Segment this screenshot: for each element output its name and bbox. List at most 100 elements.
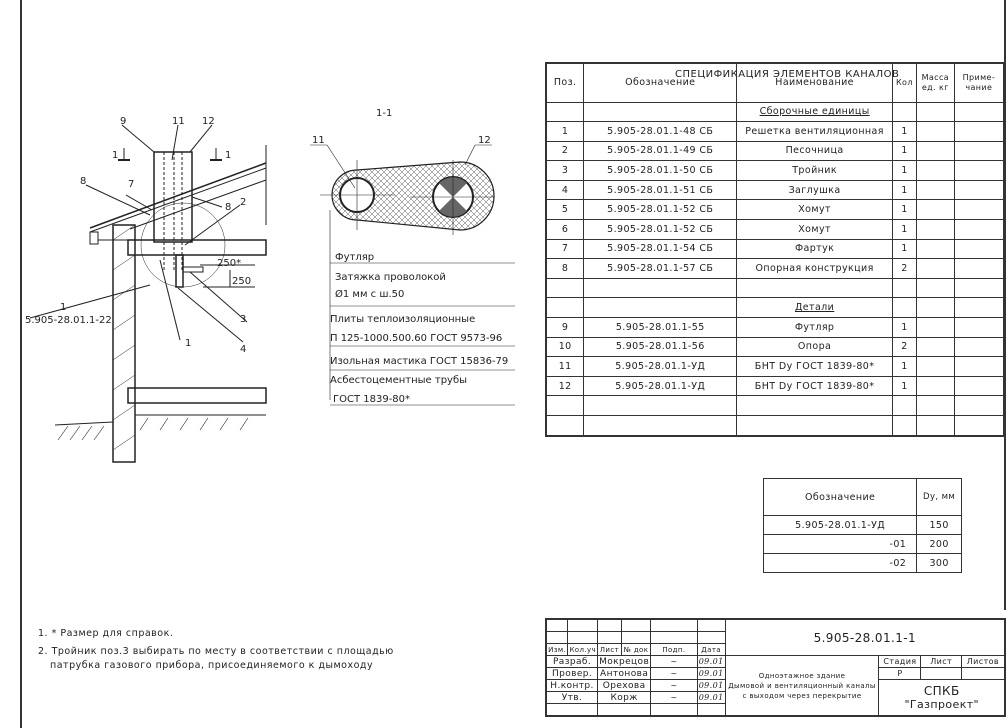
callout-9: 9: [120, 116, 126, 127]
item-name: Фартук: [736, 238, 893, 260]
title-block-col-header: Дата: [696, 643, 726, 656]
callout-11: 11: [312, 135, 325, 146]
dimension-250-ref: 250*: [217, 258, 241, 269]
item-code: 5.905-28.01.1-УД: [583, 356, 738, 377]
description-line: с выходом через перекрытие: [742, 691, 862, 700]
item-qty: 2: [891, 258, 917, 279]
callout-3: 3: [240, 314, 246, 325]
empty-row: [545, 395, 1005, 416]
callout-4: 4: [240, 344, 246, 355]
item-qty: 1: [891, 121, 917, 142]
item-pos: 10: [545, 336, 585, 358]
role: Провер.: [545, 667, 599, 680]
date: 09.01: [696, 667, 726, 680]
person-name: Мокрецов: [597, 655, 652, 668]
callout-8b: 8: [225, 202, 231, 213]
dy-code: 5.905-28.01.1-УД: [762, 515, 918, 535]
callout-12: 12: [202, 116, 215, 127]
item-code: 5.905-28.01.1-48 СБ: [583, 121, 738, 142]
date: 09.01: [696, 679, 726, 692]
sheets-label: Листов: [960, 655, 1006, 668]
reference-code: 5.905-28.01.1-22: [25, 315, 112, 326]
item-pos: 1: [545, 121, 585, 142]
item-name: Песочница: [736, 140, 893, 162]
description-line: Дымовой и вентиляционный каналы: [728, 681, 876, 690]
date: 09.01: [696, 691, 726, 704]
callout-11: 11: [172, 116, 185, 127]
col-qty: Кол: [891, 62, 917, 103]
callout-7: 7: [128, 179, 134, 190]
legend-wire: Затяжка проволокой: [335, 272, 446, 283]
item-qty: 1: [891, 238, 917, 260]
item-pos: 2: [545, 140, 585, 162]
note-1: 1. * Размер для справок.: [38, 628, 174, 639]
legend-insulation: Плиты теплоизоляционные: [330, 314, 475, 325]
elevation-drawing: 9 11 12 1 1 8 7 8 2 250* 250 3 1 4 1 5.9…: [25, 116, 267, 463]
section-assembly: Сборочные единицы: [736, 101, 893, 123]
item-pos: 4: [545, 179, 585, 201]
detail-circle: [140, 202, 226, 288]
org-name: СПКБ: [923, 683, 960, 698]
item-pos: 8: [545, 258, 585, 279]
cut-mark-right: 1: [225, 150, 231, 161]
section-row: Детали: [545, 297, 1005, 319]
item-name: Опора: [736, 336, 893, 358]
item-qty: 1: [891, 160, 917, 181]
dimension-250: 250: [232, 276, 251, 287]
spec-header-row: Поз. Обозначение Наименование Кол Масса …: [545, 62, 1005, 103]
empty-row: [545, 414, 1005, 437]
col-mass: Масса ед. кг: [915, 62, 955, 103]
item-name: БНТ Dy ГОСТ 1839-80*: [736, 356, 893, 377]
item-name: Тройник: [736, 160, 893, 181]
col-code: Обозначение: [583, 62, 738, 103]
item-qty: 1: [891, 179, 917, 201]
signature: ~: [650, 679, 698, 692]
description-line: Одноэтажное здание: [758, 671, 846, 680]
item-code: 5.905-28.01.1-50 СБ: [583, 160, 738, 181]
dy-col-code: Обозначение: [762, 478, 918, 516]
item-qty: 1: [891, 375, 917, 397]
item-pos: 3: [545, 160, 585, 181]
sheet-label: Лист: [920, 655, 962, 668]
legend-casing: Футляр: [335, 252, 374, 263]
dy-col-dy: Dy, мм: [916, 478, 962, 516]
col-name: Наименование: [736, 62, 893, 103]
legend-pipes: Асбестоцементные трубы: [330, 375, 467, 386]
item-code: 5.905-28.01.1-54 СБ: [583, 238, 738, 260]
section-1-1: 1-1 11 12 Футляр Затяжка проволокой Ø1 м…: [310, 108, 515, 406]
item-pos: 5: [545, 199, 585, 221]
ceiling-slab: [127, 239, 267, 256]
item-code: 5.905-28.01.1-52 СБ: [583, 219, 738, 240]
date: 09.01: [696, 655, 726, 668]
item-code: 5.905-28.01.1-56: [583, 336, 738, 358]
stage-value: Р: [878, 667, 922, 680]
item-code: 5.905-28.01.1-57 СБ: [583, 258, 738, 279]
person-name: Орехова: [597, 679, 652, 692]
dy-code: -02: [762, 553, 918, 573]
note-2-cont: патрубка газового прибора, присоединяемо…: [50, 660, 374, 671]
role: Разраб.: [545, 655, 599, 668]
empty-row: [545, 277, 1005, 299]
item-pos: 12: [545, 375, 585, 397]
legend-insulation-spec: П 125-1000.500.60 ГОСТ 9573-96: [330, 333, 502, 344]
wall: [112, 224, 136, 463]
dy-value: 300: [916, 553, 962, 573]
title-block-col-header: № док: [620, 643, 652, 656]
item-qty: 1: [891, 140, 917, 162]
role: Утв.: [545, 691, 599, 704]
spec-table: Поз. Обозначение Наименование Кол Масса …: [545, 62, 1005, 437]
person-name: Корж: [597, 691, 652, 704]
